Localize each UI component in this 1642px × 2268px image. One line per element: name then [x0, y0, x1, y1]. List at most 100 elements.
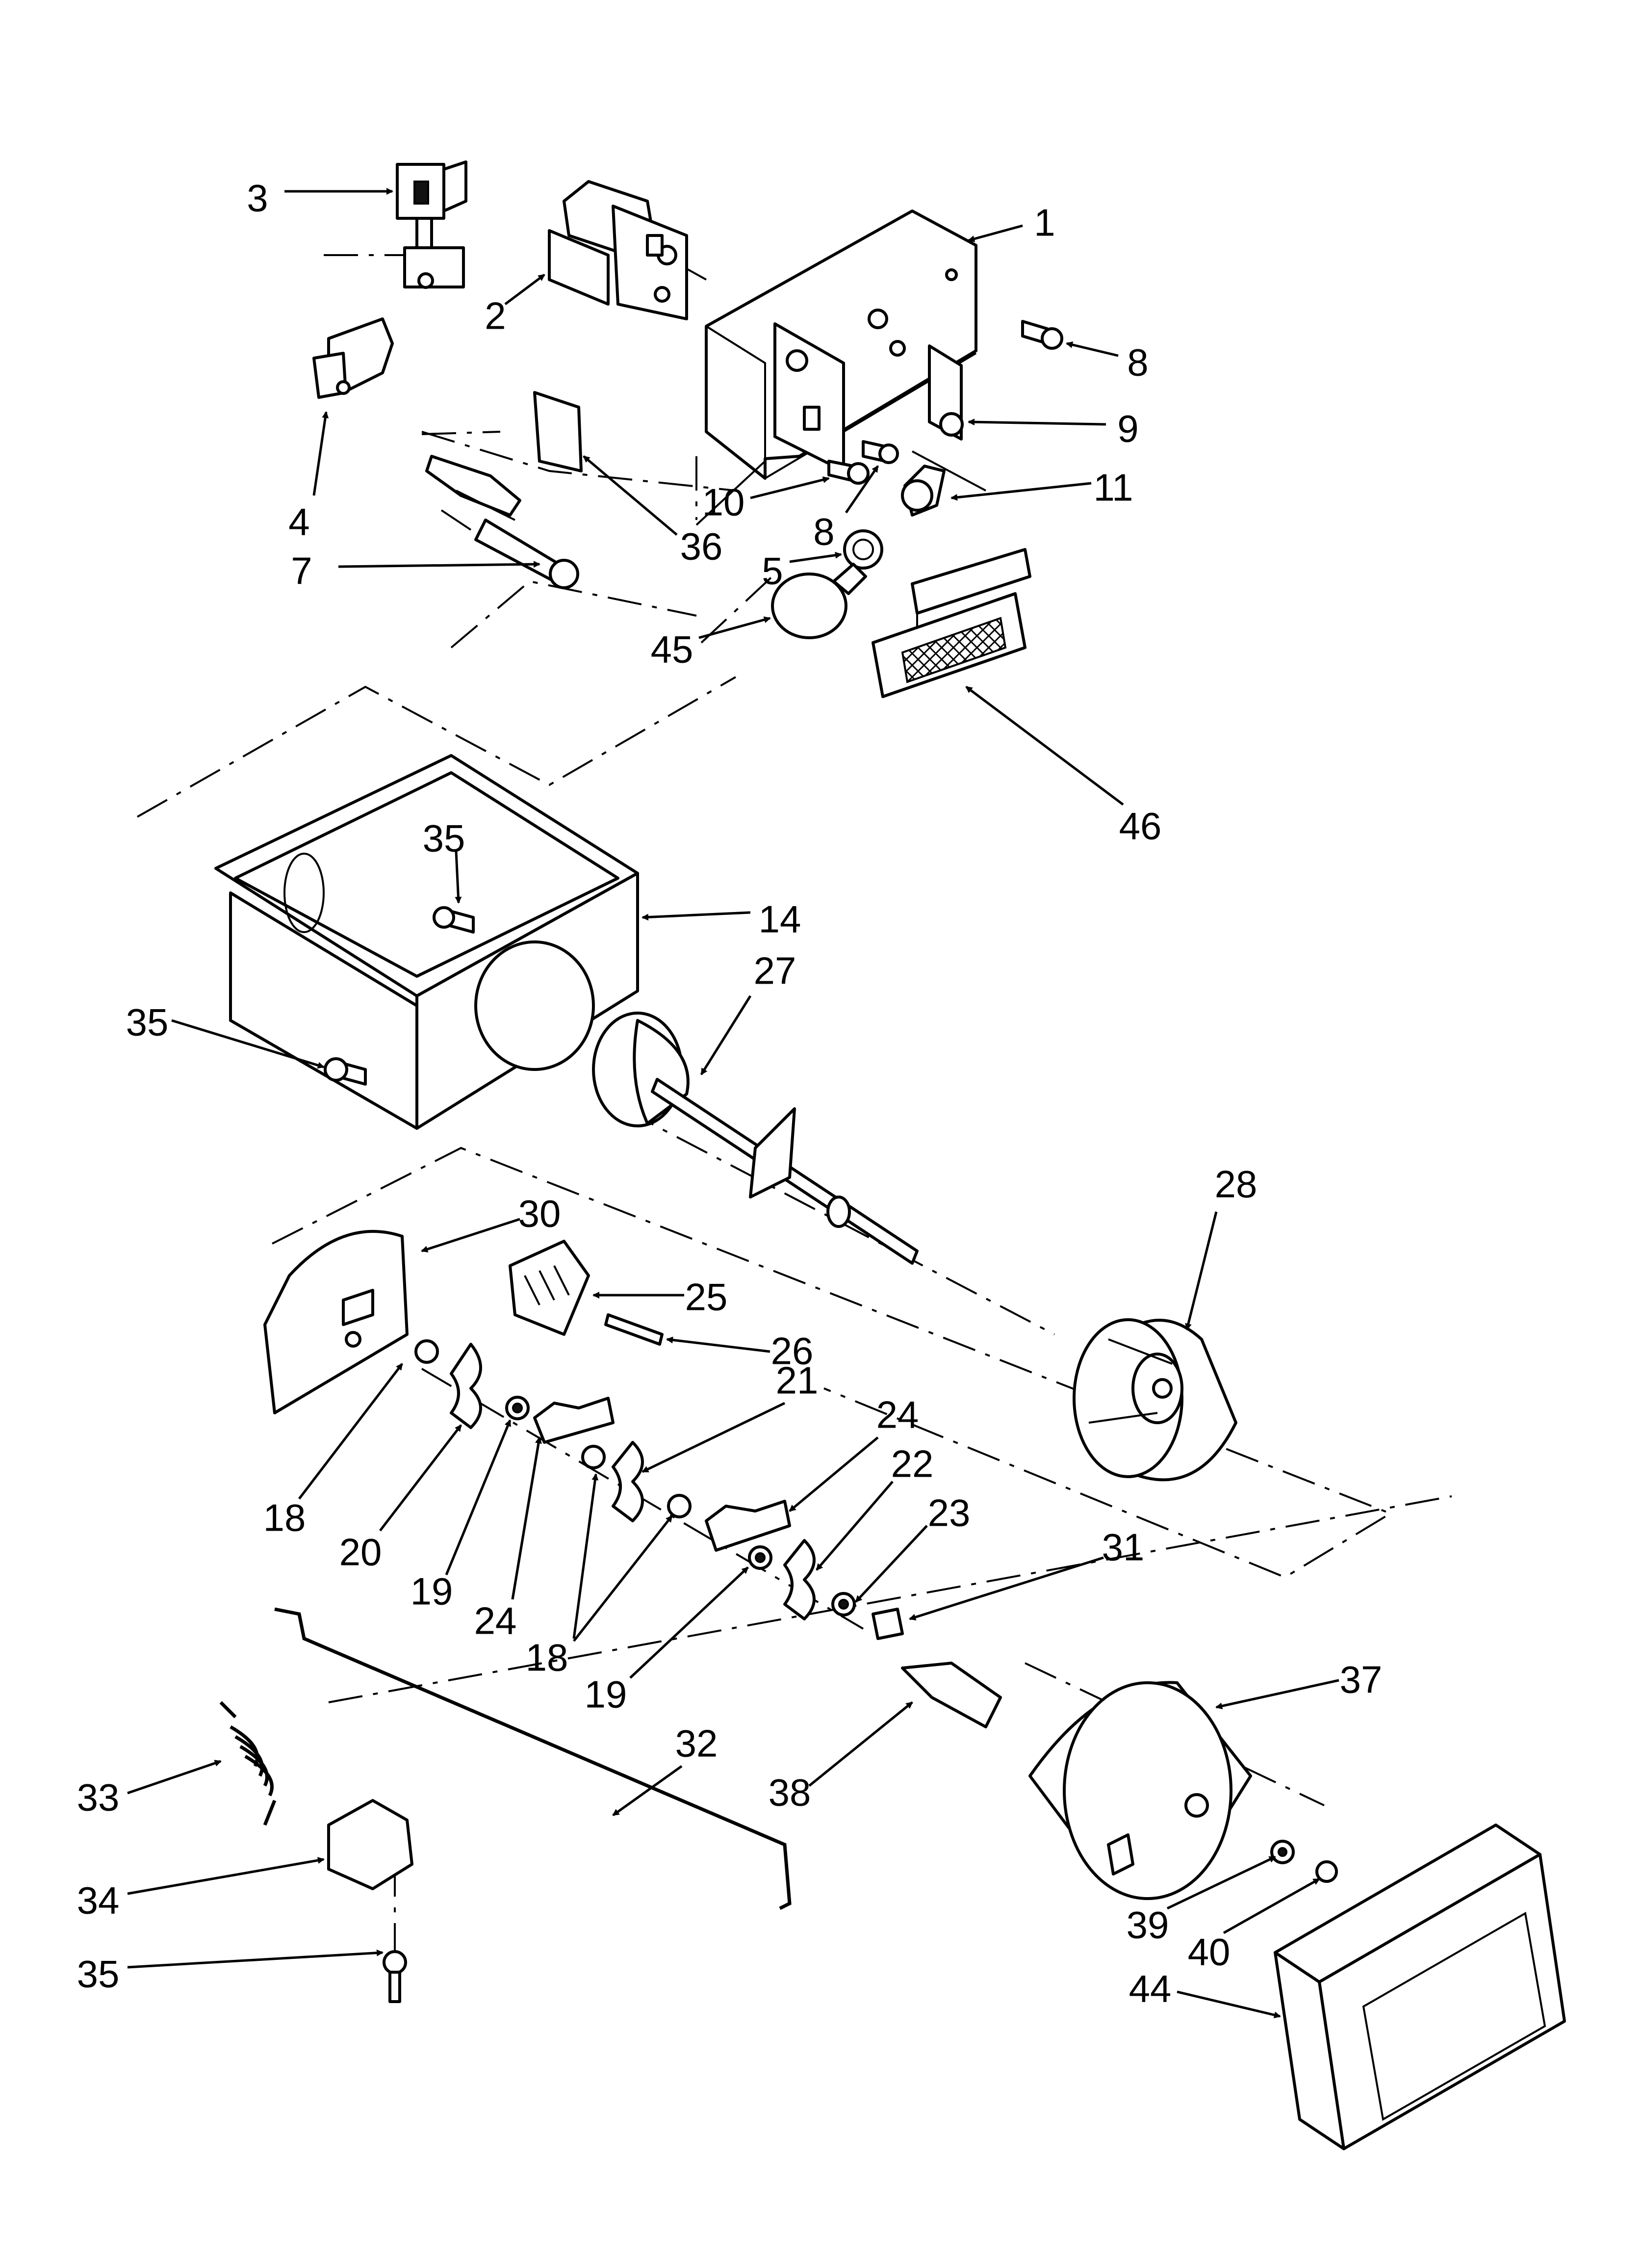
callout-32-rod: 32	[675, 1722, 718, 1765]
leader-arrow-19	[445, 1419, 512, 1575]
leader-arrow-10	[750, 476, 830, 499]
leader-arrow-33	[127, 1760, 222, 1795]
callout-45-light-bulb: 45	[651, 628, 693, 671]
leader-arrow-28	[1185, 1211, 1218, 1330]
clip	[327, 1799, 413, 1890]
leader-arrow-36	[583, 455, 678, 536]
drive	[1073, 1318, 1237, 1482]
callout-24-blade: 24	[474, 1599, 517, 1642]
leader-arrow-18	[298, 1363, 403, 1500]
leader-arrow-46	[965, 686, 1124, 806]
leader-arrow-18	[573, 1515, 673, 1642]
leader-arrow-11	[950, 482, 1092, 501]
leader-arrow-18	[572, 1473, 599, 1639]
leader-arrow-21	[641, 1402, 786, 1473]
blade	[705, 1500, 791, 1552]
spacer	[414, 1339, 439, 1364]
leader-arrow-24	[789, 1436, 879, 1512]
light-bulb	[771, 563, 867, 639]
callout-37-motor-housing: 37	[1340, 1658, 1383, 1701]
callout-22-cutter: 22	[891, 1442, 934, 1486]
callout-18-spacer: 18	[526, 1636, 568, 1679]
cutter	[612, 1441, 644, 1522]
leader-arrow-44	[1177, 1990, 1281, 2019]
callout-18-spacer: 18	[263, 1496, 306, 1539]
callout-21-cutter: 21	[776, 1359, 819, 1402]
leader-arrow-30	[421, 1218, 520, 1252]
bushing	[928, 344, 964, 441]
screw	[383, 1950, 407, 2003]
leader-arrow-26	[666, 1336, 770, 1353]
callout-35-screw: 35	[126, 1001, 169, 1044]
callout-31-nut: 31	[1102, 1526, 1145, 1569]
callout-18-spacer: 18	[526, 1636, 568, 1679]
ice-bucket	[214, 754, 639, 1130]
leader-arrow-4	[312, 411, 329, 496]
leader-arrow-37	[1215, 1679, 1339, 1710]
light-socket	[843, 529, 883, 570]
leader-arrow-24	[511, 1436, 542, 1600]
motor-housing	[1028, 1681, 1252, 1900]
leader-arrow-1	[968, 224, 1023, 242]
callout-34-clip: 34	[77, 1879, 120, 1922]
cover	[263, 1230, 409, 1414]
auger	[592, 1012, 919, 1265]
spacer	[667, 1494, 692, 1518]
callout-19-washer: 19	[410, 1570, 453, 1613]
leader-arrow-20	[379, 1424, 462, 1532]
blade	[533, 1397, 615, 1444]
callout-4-valve-bracket: 4	[288, 500, 309, 544]
callout-30-cover: 30	[518, 1192, 561, 1235]
guide	[509, 1240, 590, 1336]
callout-33-spring: 33	[77, 1776, 120, 1819]
callout-9-bushing: 9	[1117, 407, 1138, 450]
callout-8-screw: 8	[813, 510, 834, 553]
callout-36-insulation: 36	[680, 525, 723, 568]
washer	[748, 1545, 772, 1570]
callout-7-wire-harness: 7	[291, 549, 312, 593]
callout-3-water-valve: 3	[247, 177, 268, 220]
callout-10-screw: 10	[702, 481, 745, 524]
leader-arrow-35	[171, 1019, 325, 1069]
ice-dispenser-housing	[617, 209, 986, 526]
washer	[505, 1396, 530, 1420]
callout-35-screw: 35	[77, 1953, 120, 1996]
leader-arrow-19	[629, 1566, 749, 1679]
washer	[831, 1592, 856, 1616]
callout-5-light-socket: 5	[762, 549, 783, 593]
wire-harness	[425, 455, 579, 589]
leader-arrow-38	[808, 1701, 913, 1787]
leader-arrow-35	[455, 851, 462, 904]
washer	[1270, 1840, 1295, 1864]
spring	[219, 1701, 277, 1826]
callout-1-ice-dispenser-housing: 1	[1034, 201, 1055, 244]
screw	[1021, 320, 1063, 350]
nut	[872, 1608, 904, 1640]
leader-arrow-9	[968, 418, 1106, 426]
callout-38-bracket: 38	[769, 1771, 811, 1814]
callout-23-washer: 23	[928, 1491, 971, 1535]
leader-arrow-22	[816, 1481, 894, 1571]
auger-motor	[548, 180, 688, 320]
leader-arrow-14	[641, 911, 751, 921]
cutter	[450, 1343, 482, 1429]
callout-28-drive: 28	[1215, 1163, 1257, 1206]
bracket	[901, 1662, 1002, 1728]
callout-11-lamp-holder: 11	[1094, 466, 1133, 509]
callout-46-light-shield: 46	[1119, 805, 1162, 848]
leader-arrow-35	[127, 1949, 384, 1969]
callout-39-washer: 39	[1127, 1903, 1169, 1947]
callout-24-blade: 24	[876, 1393, 919, 1436]
leader-arrow-39	[1166, 1855, 1276, 1910]
screw	[324, 1057, 367, 1086]
leader-arrow-40	[1223, 1877, 1320, 1934]
callout-2-auger-motor: 2	[485, 294, 506, 338]
callout-44-front-cover: 44	[1129, 1967, 1172, 2010]
leader-arrow-27	[700, 995, 752, 1075]
rod	[274, 1607, 792, 1910]
front-cover	[1274, 1824, 1566, 2150]
leader-arrow-7	[338, 561, 540, 568]
leader-arrow-8	[845, 465, 879, 514]
insulation	[533, 391, 583, 472]
